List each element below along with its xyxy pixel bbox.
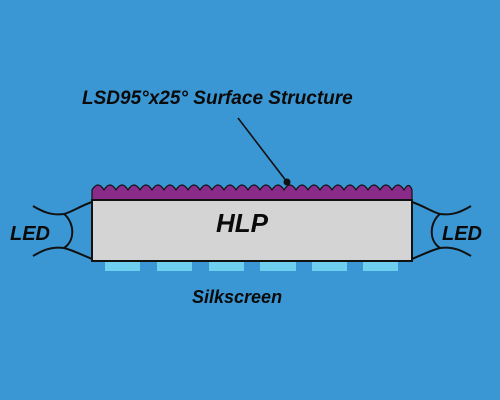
silkscreen-dot — [260, 262, 296, 271]
silkscreen-label: Silkscreen — [192, 287, 283, 307]
right-led-label: LED — [442, 223, 482, 245]
silkscreen-dot — [105, 262, 140, 271]
right-led-reflector — [411, 201, 472, 260]
left-led-label: LED — [10, 223, 50, 245]
silkscreen-dots — [105, 262, 398, 271]
hlp-panel-label: HLP — [216, 208, 268, 238]
callout-leader-line — [237, 117, 288, 183]
surface-structure-layer — [91, 184, 413, 201]
silkscreen-dot — [312, 262, 347, 271]
left-led-reflector — [32, 201, 93, 260]
surface-structure-label: LSD95°x25° Surface Structure — [82, 88, 353, 109]
hlp-panel — [91, 199, 413, 262]
silkscreen-dot — [209, 262, 244, 271]
silkscreen-dot — [363, 262, 398, 271]
silkscreen-dot — [157, 262, 192, 271]
callout-dot — [283, 178, 291, 186]
